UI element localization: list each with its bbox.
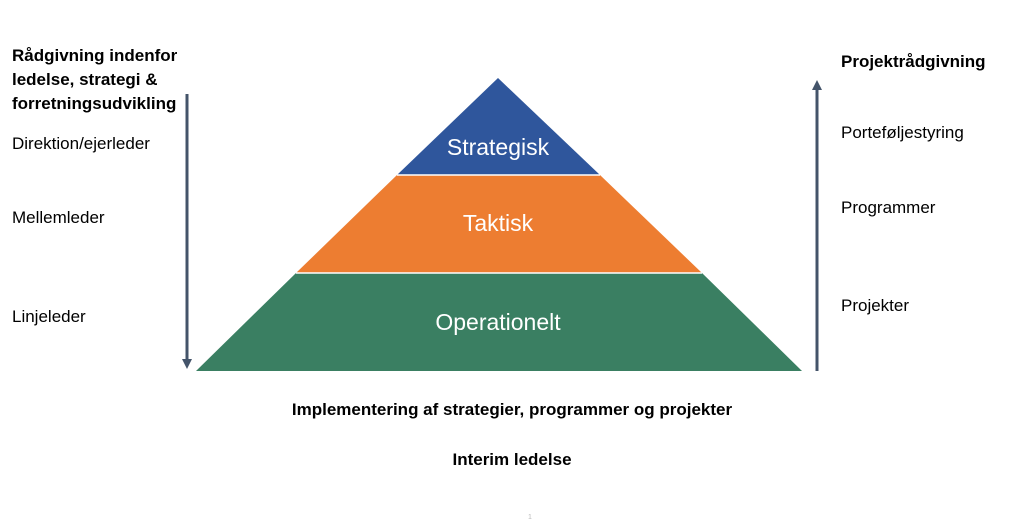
left-heading-line-2: ledelse, strategi &	[12, 70, 158, 89]
tier-strategisk	[397, 78, 600, 175]
left-heading: Rådgivning indenfor ledelse, strategi & …	[12, 44, 202, 116]
tier-taktisk	[296, 175, 702, 273]
left-level-mellemleder: Mellemleder	[12, 208, 105, 227]
right-level-programmer: Programmer	[841, 198, 936, 217]
tier-label-taktisk: Taktisk	[463, 210, 534, 236]
right-level-portefolje: Porteføljestyring	[841, 123, 964, 142]
left-heading-line-3: forretningsudvikling	[12, 94, 177, 113]
right-heading: Projektrådgivning	[841, 52, 986, 71]
left-level-direktion: Direktion/ejerleder	[12, 134, 150, 153]
tier-label-operationelt: Operationelt	[435, 309, 561, 335]
interim-caption: Interim ledelse	[452, 450, 572, 469]
tier-label-strategisk: Strategisk	[447, 134, 550, 160]
tier-operationelt	[196, 273, 802, 371]
right-level-projekter: Projekter	[841, 296, 910, 315]
left-heading-line-1: Rådgivning indenfor	[12, 46, 178, 65]
left-level-linjeleder: Linjeleder	[12, 307, 86, 326]
page-number: 1	[528, 514, 532, 521]
implementation-caption: Implementering af strategier, programmer…	[291, 400, 733, 419]
